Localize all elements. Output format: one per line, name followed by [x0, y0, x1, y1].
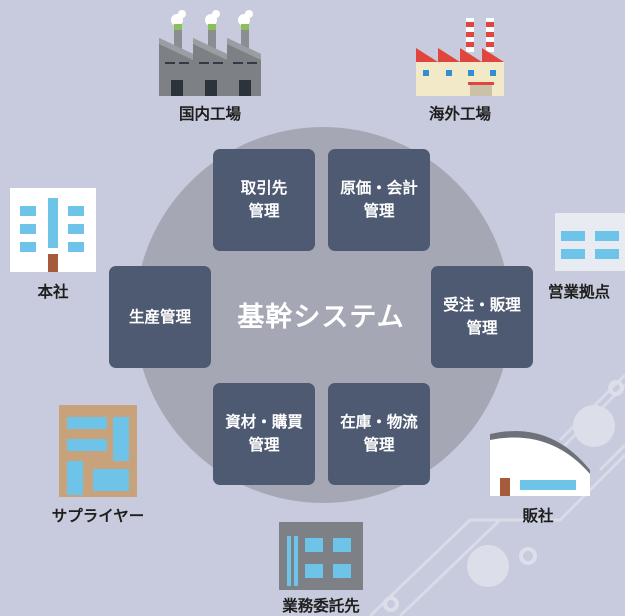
warehouse-icon: [490, 430, 590, 496]
site-label-contractor: 業務委託先: [282, 597, 360, 615]
module-label-line1: 取引先: [240, 179, 288, 197]
supplier-building-icon: [59, 405, 137, 497]
module-materials-purchasing: 資材・購買 管理: [213, 383, 315, 485]
module-label-line2: 管理: [248, 436, 280, 454]
module-label-line2: 管理: [466, 319, 498, 337]
module-cost-accounting: 原価・会計 管理: [328, 149, 430, 251]
module-order-sales: 受注・販理 管理: [431, 266, 533, 368]
module-label-line1: 原価・会計: [340, 179, 418, 197]
module-label-line1: 資材・購買: [225, 413, 303, 431]
module-label-line2: 管理: [363, 436, 395, 454]
overseas-factory-icon: [416, 18, 504, 96]
module-inventory-logistics: 在庫・物流 管理: [328, 383, 430, 485]
module-label-line1: 受注・販理: [443, 296, 521, 314]
module-production-management: 生産管理: [109, 266, 211, 368]
module-label-line2: 管理: [248, 202, 280, 220]
contractor-building-icon: [279, 522, 363, 590]
factory-icon: [159, 10, 261, 96]
module-label-line1: 在庫・物流: [340, 413, 418, 431]
site-label-sales-base: 営業拠点: [548, 283, 611, 301]
site-label-domestic-factory: 国内工場: [178, 105, 241, 123]
sales-office-icon: [555, 213, 625, 271]
module-label-line1: 生産管理: [128, 307, 191, 326]
site-label-sales-company: 販社: [522, 507, 554, 525]
module-label-line2: 管理: [363, 202, 395, 220]
office-building-icon: [10, 188, 96, 272]
site-label-head-office: 本社: [37, 283, 69, 301]
site-label-overseas-factory: 海外工場: [428, 105, 491, 123]
module-supplier-management: 取引先 管理: [213, 149, 315, 251]
site-label-supplier: サプライヤー: [51, 507, 145, 525]
core-system-title: 基幹システム: [237, 302, 405, 333]
